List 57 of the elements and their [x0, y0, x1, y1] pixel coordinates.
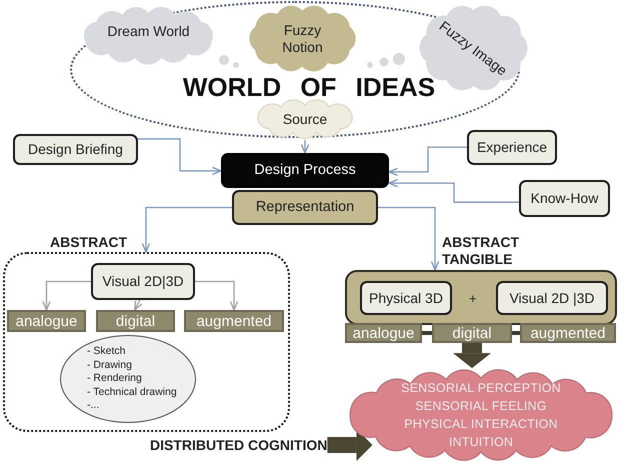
group-heading: ABSTRACT [50, 234, 127, 251]
arrow [388, 178, 519, 203]
connector-bar [422, 331, 432, 335]
bold-caption: DISTRIBUTED COGNITION [150, 436, 328, 454]
box-label: Experience [476, 139, 548, 156]
plus-sign: + [469, 291, 477, 307]
connector-bar [512, 331, 520, 335]
tag-label: augmented [196, 314, 272, 328]
tag-label: augmented [530, 326, 606, 340]
category-box [184, 310, 284, 332]
category-box [345, 323, 422, 343]
category-box [96, 310, 175, 332]
cloud-label: SENSORIAL PERCEPTION [401, 380, 561, 397]
box-label: Design Briefing [28, 141, 123, 158]
category-box [520, 323, 616, 343]
rounded-box [13, 134, 138, 165]
cloud-label: PHYSICAL INTERACTION [404, 416, 558, 433]
tag-label: digital [452, 326, 492, 340]
process-box [221, 153, 389, 188]
rounded-box [91, 263, 195, 300]
list-item: - Drawing [87, 358, 132, 372]
arrow [195, 280, 238, 311]
rounded-box [496, 281, 608, 315]
title-text: WORLD OF IDEAS [182, 74, 436, 100]
box-label: Visual 2D|3D [102, 273, 184, 290]
arrow [142, 206, 232, 253]
cloud-label: INTUITION [448, 434, 514, 451]
arrow [134, 300, 142, 311]
rounded-box [519, 180, 610, 217]
rounded-box [467, 130, 557, 165]
list-item: -... [87, 399, 100, 413]
box-label: Physical 3D [369, 290, 443, 306]
arrow [300, 140, 310, 154]
arrow [42, 280, 91, 311]
list-item: - Rendering [87, 372, 142, 386]
tag-label: analogue [352, 326, 414, 340]
group-heading: ABSTRACT TANGIBLE [442, 234, 519, 268]
rounded-box [360, 281, 452, 315]
cloud-label: Dream World [107, 23, 190, 40]
rounded-box [232, 190, 378, 225]
box-label: Representation [256, 198, 354, 216]
cloud-label: Source [282, 110, 328, 128]
tag-label: analogue [16, 314, 78, 328]
arrow [138, 138, 222, 175]
cloud-label: SENSORIAL FEELING [415, 398, 547, 415]
category-box [7, 310, 86, 332]
arrow [378, 206, 440, 271]
category-box [432, 323, 512, 343]
box-label: Design Process [254, 162, 356, 180]
list-item: - Technical drawing [87, 386, 177, 400]
cloud-label: Fuzzy Notion [281, 22, 324, 56]
list-item: - Sketch [87, 345, 126, 359]
block-arrow [453, 343, 491, 368]
tag-label: digital [116, 314, 156, 328]
box-label: Visual 2D |3D [509, 290, 595, 306]
arrow [388, 146, 467, 176]
box-label: Know-How [530, 190, 598, 207]
